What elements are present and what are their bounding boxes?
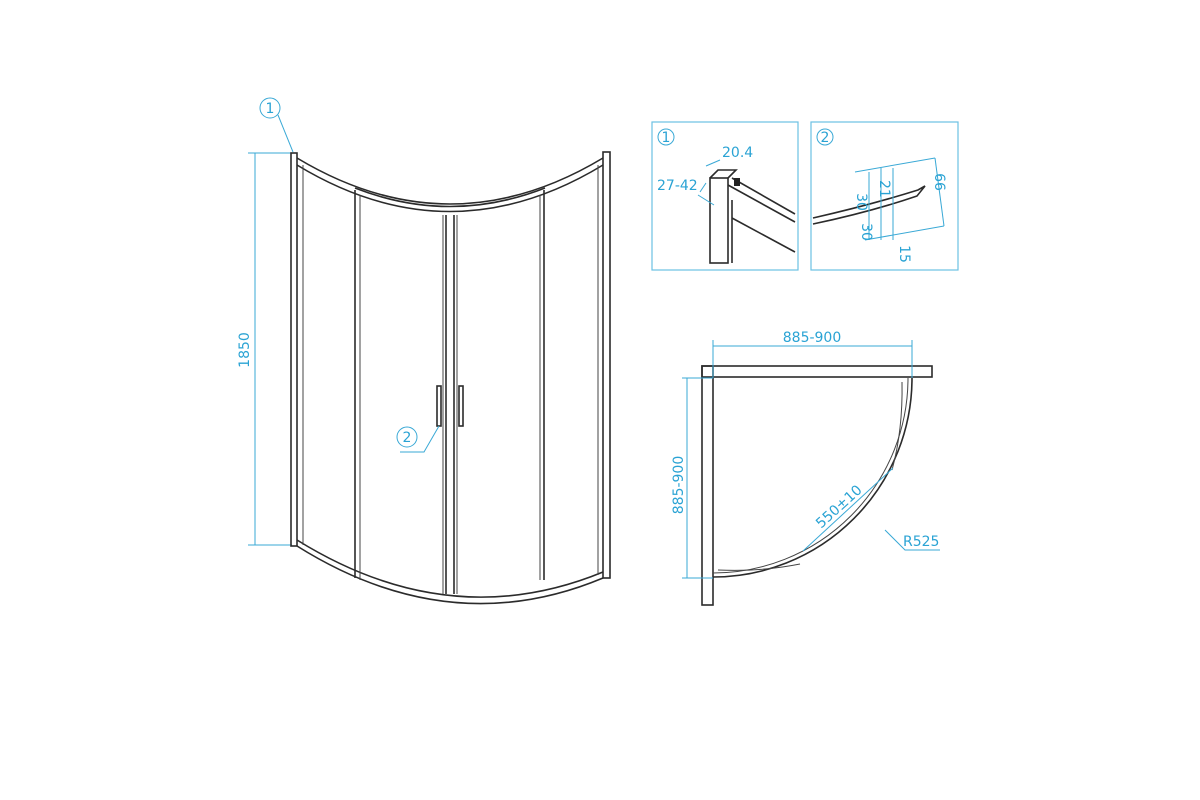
plan-view: 885-900 885-900 550±10 R525	[671, 330, 940, 606]
detail-1-width-label: 20.4	[722, 145, 753, 161]
detail-2-dim-15: 15	[896, 245, 912, 263]
detail-1-depth-label: 27-42	[657, 178, 698, 194]
plan-door-width-label: 550±10	[813, 482, 866, 532]
right-post	[602, 151, 611, 579]
back-wall	[701, 365, 933, 378]
side-wall	[701, 365, 714, 606]
callout-1-circle	[259, 97, 281, 119]
plan-radius-label: R525	[903, 534, 939, 550]
detail-2-callout: 2	[821, 130, 830, 146]
detail-1-frame-profile: 1 20.4 27-42	[651, 121, 799, 271]
callout-1-label: 1	[266, 101, 275, 117]
front-view: 1850 1 2	[237, 97, 611, 605]
left-post	[290, 152, 298, 547]
detail-2-handle-profile: 2 21 30 30 66 15	[810, 121, 959, 271]
detail-2-dim-30-bottom: 30	[858, 223, 874, 241]
detail-1-callout: 1	[662, 130, 671, 146]
callout-2-circle	[396, 426, 418, 448]
height-dimension-label: 1850	[237, 332, 253, 368]
plan-width-label: 885-900	[783, 330, 842, 346]
callout-2-label: 2	[403, 430, 412, 446]
plan-depth-label: 885-900	[671, 456, 687, 515]
left-door-handle	[436, 385, 442, 427]
right-door-handle	[458, 385, 464, 427]
detail-2-dim-66: 66	[931, 173, 947, 191]
detail-2-dim-30-top: 30	[853, 193, 869, 211]
detail-2-dim-21: 21	[876, 180, 892, 198]
